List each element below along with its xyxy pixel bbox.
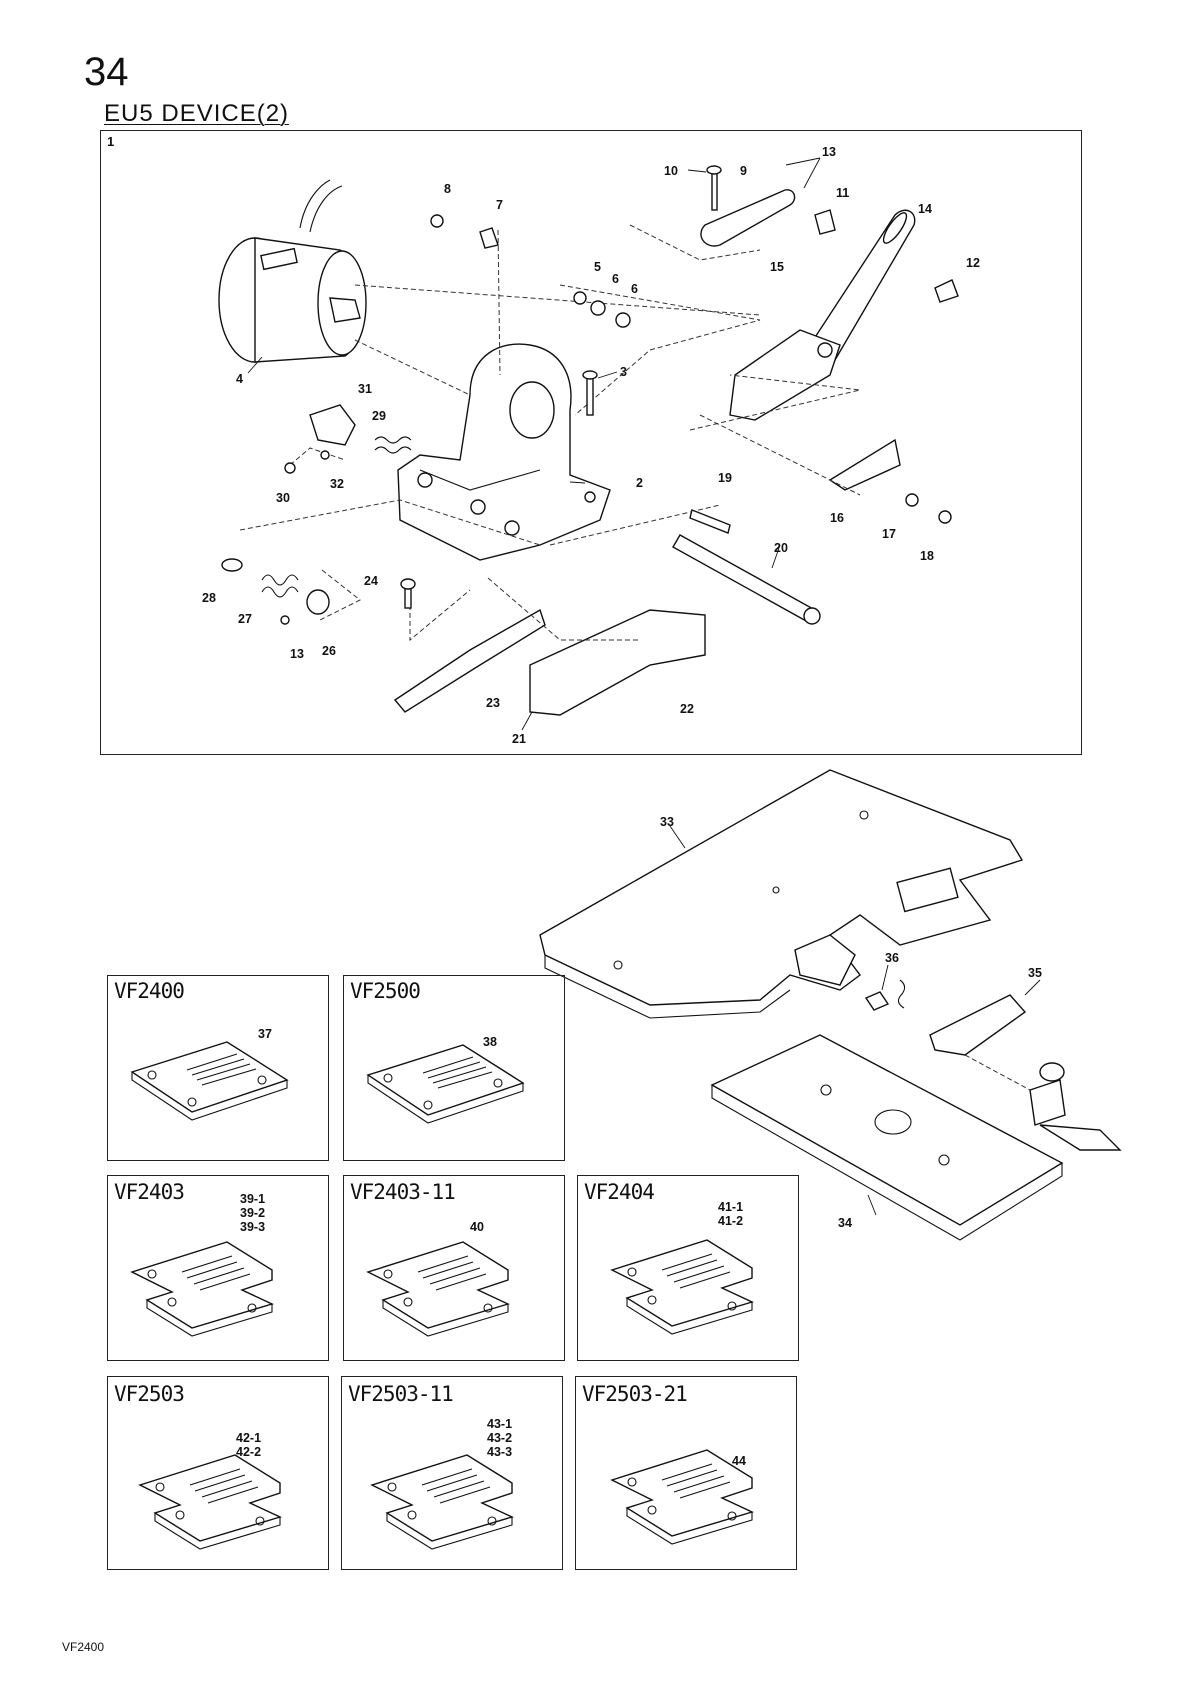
callout-43-3: 43-3	[487, 1445, 512, 1459]
callout-13b: 13	[290, 647, 304, 661]
needle-plate-box-vf2503-21	[575, 1376, 797, 1570]
plate-16-illustration	[828, 438, 901, 491]
callout-4: 4	[236, 372, 243, 386]
model-title-vf2404: VF2404	[584, 1180, 655, 1204]
callout-5: 5	[594, 260, 601, 274]
page-number: 34	[84, 50, 129, 94]
needle-plate-37	[131, 1041, 288, 1121]
callout-38: 38	[483, 1035, 497, 1049]
callout-43-2: 43-2	[487, 1431, 512, 1445]
callout-23: 23	[486, 696, 500, 710]
callout-37: 37	[258, 1027, 272, 1041]
callout-32: 32	[330, 477, 344, 491]
lever-illustration	[729, 209, 916, 421]
model-title-vf2503-21: VF2503-21	[582, 1382, 688, 1406]
needle-plate-box-vf2403-11	[343, 1175, 565, 1361]
plate-23-illustration	[393, 608, 546, 713]
callout-leaders	[247, 157, 821, 731]
callout-30: 30	[276, 491, 290, 505]
frame-bracket-illustration	[397, 343, 611, 561]
device-exploded-view-box	[100, 130, 1082, 755]
device-box-index: 1	[107, 134, 115, 149]
needle-plate-box-vf2503-11	[341, 1376, 563, 1570]
model-title-vf2503-11: VF2503-11	[348, 1382, 454, 1406]
page-title: EU5 DEVICE(2)	[104, 100, 290, 127]
callout-42-2: 42-2	[236, 1445, 261, 1459]
callout-33: 33	[660, 815, 674, 829]
needle-plate-callouts: 37 38 39-1 39-2 39-3 40 41-1 41-2 42-1 4…	[236, 1027, 746, 1468]
screw-spring-36	[864, 979, 906, 1011]
callout-29: 29	[372, 409, 386, 423]
callout-39-3: 39-3	[240, 1220, 265, 1234]
callout-10: 10	[664, 164, 678, 178]
callout-24: 24	[364, 574, 378, 588]
callout-16: 16	[830, 511, 844, 525]
callout-31: 31	[358, 382, 372, 396]
hardware-items	[280, 209, 959, 625]
table-top-plate-33	[539, 769, 1024, 1019]
callout-34: 34	[838, 1216, 852, 1230]
bracket-21-illustration	[529, 609, 706, 716]
footer-model-code: VF2400	[62, 1640, 105, 1654]
callout-41-1: 41-1	[718, 1200, 743, 1214]
callout-17: 17	[882, 527, 896, 541]
needle-plate-box-vf2404	[577, 1175, 799, 1361]
needle-plate-41	[611, 1239, 753, 1335]
callout-12: 12	[966, 256, 980, 270]
needle-plate-38	[367, 1044, 524, 1124]
table-callouts: 33 34 35 36	[660, 815, 1042, 1230]
needle-plate-40	[367, 1241, 509, 1337]
callout-28: 28	[202, 591, 216, 605]
callout-6a: 6	[612, 272, 619, 286]
callout-15: 15	[770, 260, 784, 274]
model-title-vf2403: VF2403	[114, 1180, 185, 1204]
presser-foot-35	[929, 994, 1122, 1151]
needle-plate-42	[139, 1454, 281, 1550]
callout-41-2: 41-2	[718, 1214, 743, 1228]
callout-35: 35	[1028, 966, 1042, 980]
springs-illustration	[221, 404, 412, 615]
callout-44: 44	[732, 1454, 746, 1468]
needle-plate-box-vf2500	[343, 975, 565, 1161]
needle-plate-box-vf2400	[107, 975, 329, 1161]
callout-2: 2	[636, 476, 643, 490]
callout-27: 27	[238, 612, 252, 626]
callout-3: 3	[620, 365, 627, 379]
callout-19: 19	[718, 471, 732, 485]
callout-8: 8	[444, 182, 451, 196]
model-title-vf2400: VF2400	[114, 979, 185, 1003]
needle-plate-box-vf2503	[107, 1376, 329, 1570]
callout-22: 22	[680, 702, 694, 716]
callout-26: 26	[322, 644, 336, 658]
model-title-vf2503: VF2503	[114, 1382, 185, 1406]
callout-21: 21	[512, 732, 526, 746]
callout-20: 20	[774, 541, 788, 555]
model-title-vf2403-11: VF2403-11	[350, 1180, 456, 1204]
bed-plate-34	[710, 1034, 1064, 1241]
callout-9: 9	[740, 164, 747, 178]
callout-11: 11	[836, 186, 849, 200]
callout-40: 40	[470, 1220, 484, 1234]
device-callouts: 2 3 4 5 6 6 7 8 9 10 11 12 13 13 14 15 1…	[202, 145, 980, 746]
model-title-vf2500: VF2500	[350, 979, 421, 1003]
callout-6b: 6	[631, 282, 638, 296]
callout-7: 7	[496, 198, 503, 212]
callout-14: 14	[918, 202, 932, 216]
callout-43-1: 43-1	[487, 1417, 512, 1431]
needle-plate-44	[611, 1449, 753, 1545]
shaft-illustration	[672, 534, 821, 625]
arm-illustration	[700, 165, 796, 247]
needle-plate-39	[131, 1241, 273, 1337]
callout-42-1: 42-1	[236, 1431, 261, 1445]
callout-36: 36	[885, 951, 899, 965]
callout-39-2: 39-2	[240, 1206, 265, 1220]
callout-13a: 13	[822, 145, 836, 159]
motor-illustration	[218, 179, 367, 363]
callout-39-1: 39-1	[240, 1192, 265, 1206]
needle-plate-box-vf2403	[107, 1175, 329, 1361]
callout-18: 18	[920, 549, 934, 563]
needle-plate-43	[371, 1454, 513, 1550]
